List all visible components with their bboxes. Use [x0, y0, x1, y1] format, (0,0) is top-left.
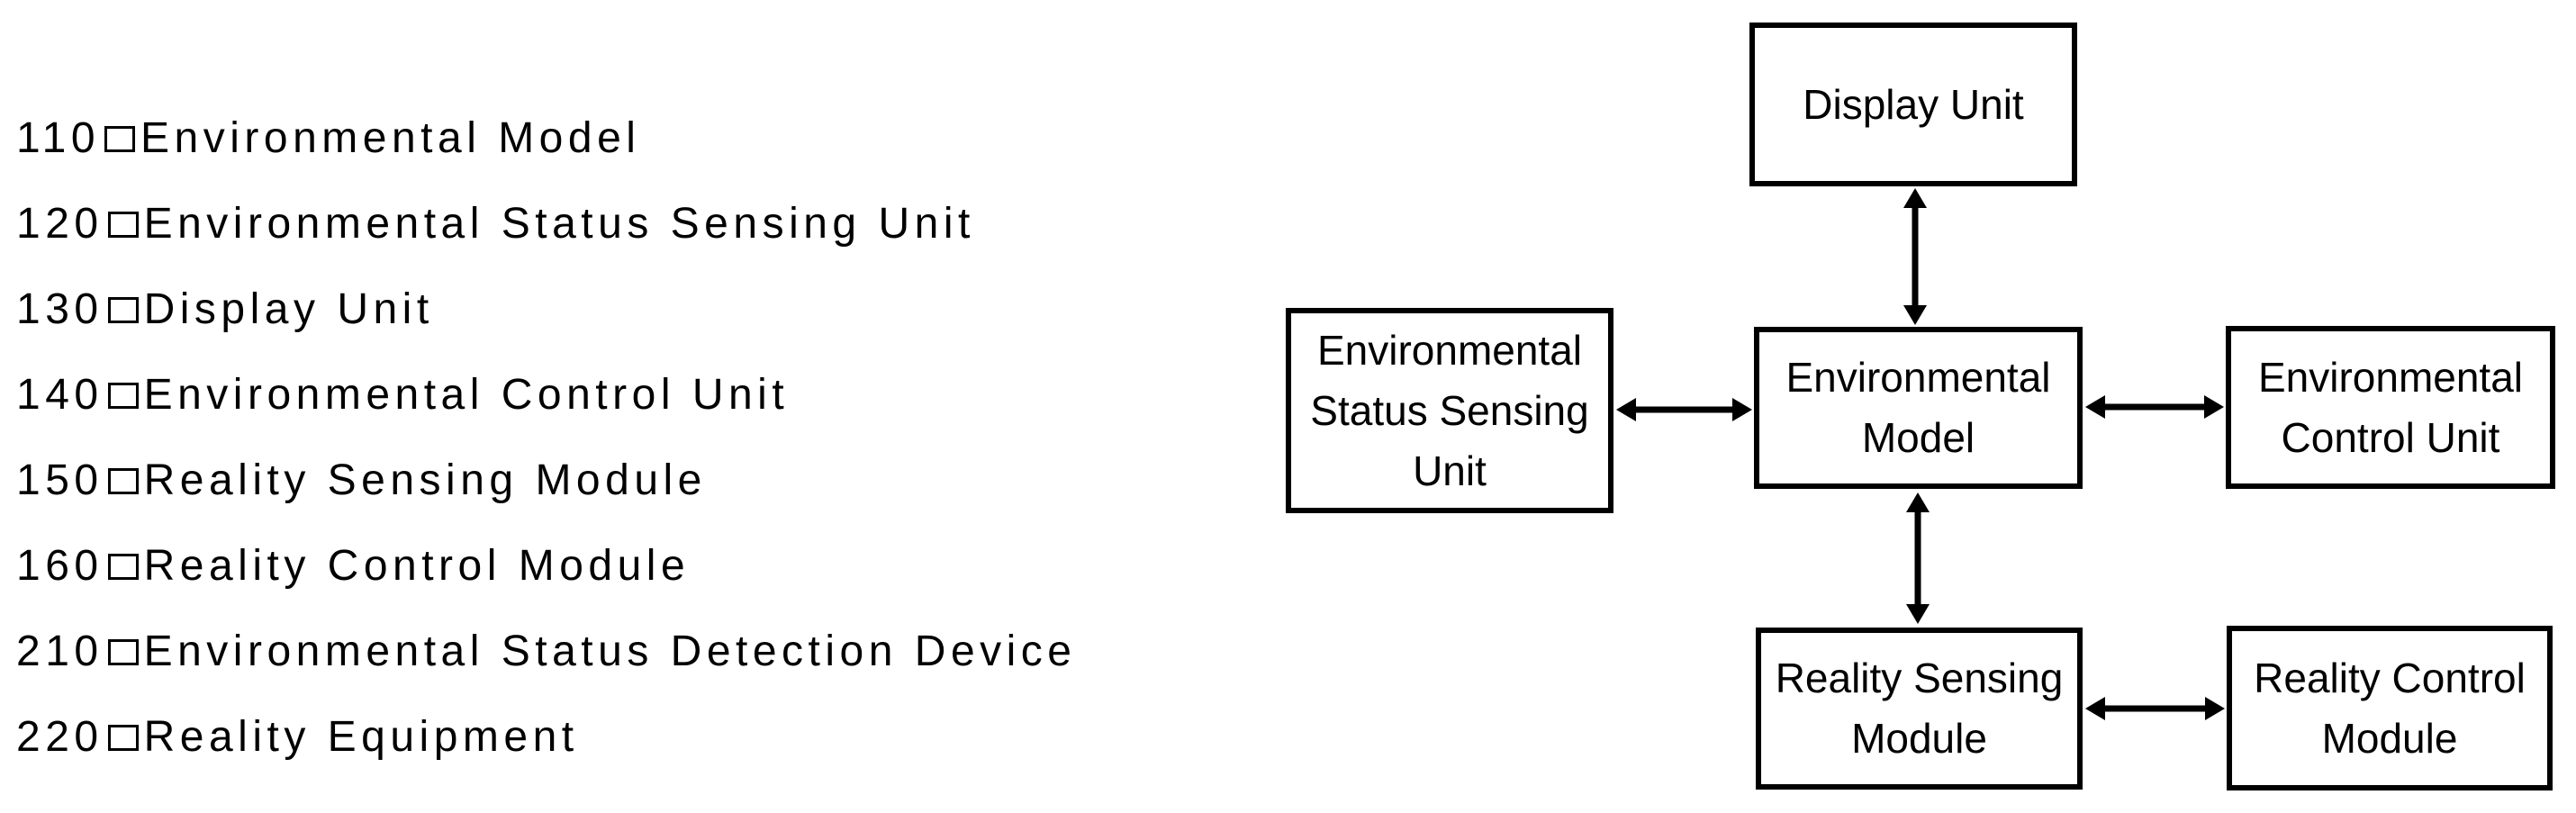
node-reality-control-module: Reality Control Module	[2227, 626, 2553, 790]
legend-item-120: 120 Environmental Status Sensing Unit	[16, 181, 1077, 266]
reference-number: 210	[16, 628, 104, 675]
reference-label: Environmental Status Sensing Unit	[143, 200, 975, 248]
reference-label: Reality Sensing Module	[143, 456, 707, 504]
node-environmental-control-unit: Environmental Control Unit	[2226, 326, 2555, 489]
tofu-square-icon	[107, 554, 139, 580]
reference-number: 160	[16, 542, 104, 590]
reference-label: Reality Control Module	[143, 542, 691, 590]
arrow-environmental-model-control-unit	[2085, 395, 2224, 419]
reference-number: 220	[16, 713, 104, 761]
node-environmental-model: Environmental Model	[1754, 327, 2083, 489]
legend-item-160: 160 Reality Control Module	[16, 523, 1077, 609]
reference-number: 150	[16, 456, 104, 504]
node-environmental-status-sensing-unit: Environmental Status Sensing Unit	[1286, 308, 1613, 513]
legend-item-140: 140 Environmental Control Unit	[16, 352, 1077, 438]
tofu-square-icon	[107, 297, 139, 323]
tofu-square-icon	[104, 126, 136, 152]
tofu-square-icon	[107, 468, 139, 494]
node-reality-sensing-module: Reality Sensing Module	[1756, 628, 2083, 790]
arrow-environmental-model-reality-sensing	[1906, 492, 1930, 624]
tofu-square-icon	[107, 212, 139, 238]
node-label: Environmental Control Unit	[2257, 353, 2524, 461]
node-display-unit: Display Unit	[1749, 23, 2077, 186]
node-label: Display Unit	[1803, 80, 2024, 128]
reference-number: 130	[16, 285, 104, 333]
reference-label: Environmental Model	[140, 114, 641, 162]
tofu-square-icon	[107, 639, 139, 665]
arrow-status-sensing-environmental-model	[1616, 398, 1752, 421]
legend-item-150: 150 Reality Sensing Module	[16, 438, 1077, 523]
node-label: Environmental Model	[1785, 354, 2051, 461]
tofu-square-icon	[107, 725, 139, 751]
legend-item-110: 110 Environmental Model	[16, 95, 1077, 181]
reference-number: 110	[16, 114, 101, 162]
node-label: Reality Sensing Module	[1775, 655, 2064, 762]
arrow-reality-sensing-reality-control	[2085, 697, 2225, 720]
tofu-square-icon	[107, 383, 139, 409]
reference-label: Environmental Status Detection Device	[143, 628, 1077, 675]
legend-item-210: 210 Environmental Status Detection Device	[16, 609, 1077, 694]
node-label: Reality Control Module	[2254, 654, 2526, 762]
reference-number: 140	[16, 371, 104, 419]
legend-item-220: 220 Reality Equipment	[16, 694, 1077, 780]
reference-label: Display Unit	[143, 285, 434, 333]
reference-number: 120	[16, 200, 104, 248]
reference-label: Reality Equipment	[143, 713, 579, 761]
arrow-display-unit-environmental-model	[1903, 188, 1927, 325]
reference-label: Environmental Control Unit	[143, 371, 790, 419]
legend-item-130: 130 Display Unit	[16, 266, 1077, 352]
node-label: Environmental Status Sensing Unit	[1310, 326, 1589, 494]
